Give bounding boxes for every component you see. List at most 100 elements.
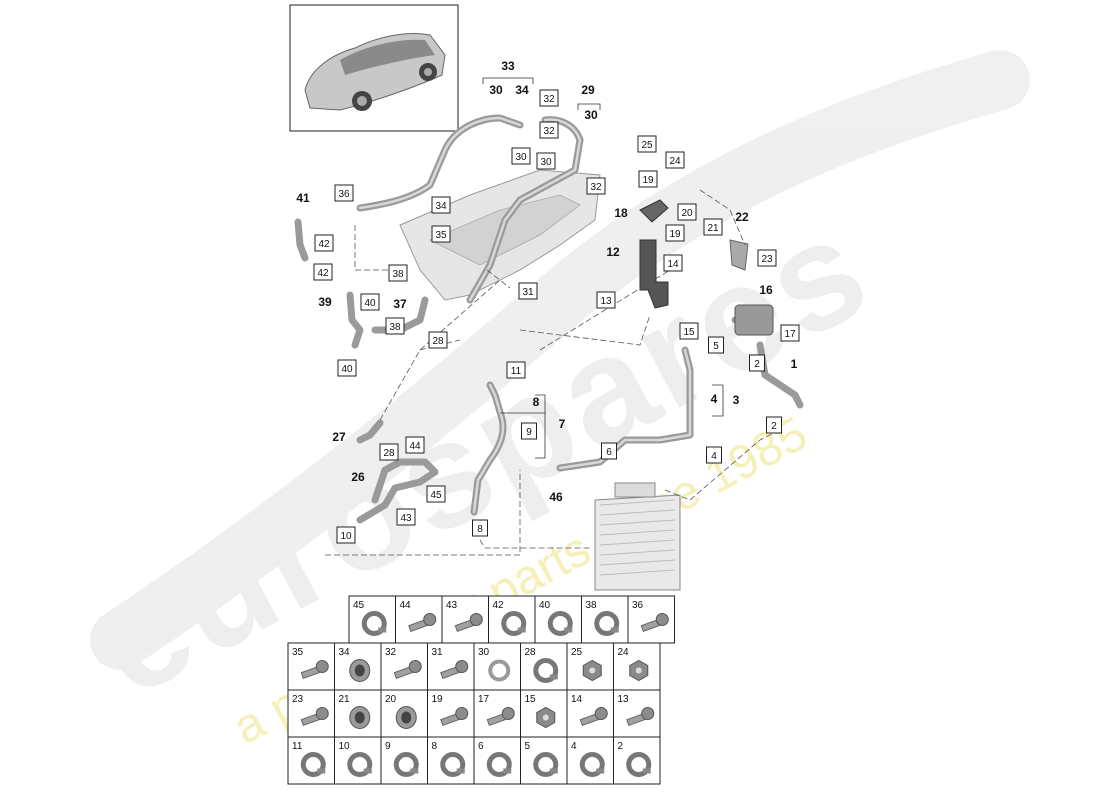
part-cell-35[interactable]: 35: [287, 642, 335, 691]
callout-19: 19: [665, 224, 685, 242]
callout-46: 46: [549, 490, 563, 504]
callout-number: 4: [711, 451, 717, 462]
part-cell-11[interactable]: 11: [287, 736, 335, 785]
callout-15: 15: [679, 322, 699, 340]
callout-5: 5: [708, 336, 724, 354]
part-cell-34[interactable]: 34: [334, 642, 382, 691]
bolt-head: [455, 660, 469, 673]
callout-10: 10: [336, 526, 356, 544]
callout-38: 38: [385, 317, 405, 335]
callout-box: [334, 184, 354, 202]
part-number: 34: [339, 647, 351, 658]
callout-number: 28: [383, 448, 395, 459]
callout-number: 14: [667, 259, 679, 270]
part-cell-2[interactable]: 2: [613, 736, 661, 785]
part-cell-6[interactable]: 6: [473, 736, 521, 785]
part-cell-28[interactable]: 28: [520, 642, 568, 691]
clamp-tab: [317, 768, 326, 774]
clamp-icon: [501, 611, 527, 636]
part-number: 15: [525, 694, 537, 705]
part-cell-45[interactable]: 45: [348, 595, 396, 644]
part-cell-38[interactable]: 38: [581, 595, 629, 644]
callout-7: 7: [559, 417, 566, 431]
callout-4: 4: [711, 392, 718, 406]
clamp-icon: [594, 611, 620, 636]
callout-40: 40: [360, 293, 380, 311]
callout-30: 30: [584, 108, 598, 122]
part-cell-21[interactable]: 21: [334, 689, 382, 738]
part-number: 24: [618, 647, 630, 658]
vehicle-thumbnail: [289, 4, 459, 132]
callout-number: 43: [400, 513, 412, 524]
clamp-tab: [363, 768, 372, 774]
callout-36: 36: [334, 184, 354, 202]
part-cell-30[interactable]: 30: [473, 642, 521, 691]
callout-3: 3: [733, 393, 740, 407]
part-cell-19[interactable]: 19: [427, 689, 475, 738]
callout-45: 45: [426, 485, 446, 503]
callout-number: 40: [341, 364, 353, 375]
part-cell-20[interactable]: 20: [380, 689, 428, 738]
part-number: 23: [292, 694, 304, 705]
callout-30: 30: [536, 152, 556, 170]
clamp-tab: [456, 768, 465, 774]
callout-number: 32: [543, 126, 555, 137]
bolt-head: [594, 707, 608, 720]
part-cell-4[interactable]: 4: [566, 736, 614, 785]
callout-33: 33: [501, 59, 515, 73]
clamp-tab: [410, 768, 419, 774]
part-number: 9: [385, 741, 391, 752]
part-cell-13[interactable]: 13: [613, 689, 661, 738]
clamp-icon: [347, 752, 373, 777]
part-cell-32[interactable]: 32: [380, 642, 428, 691]
part-cell-8[interactable]: 8: [427, 736, 475, 785]
callout-2: 2: [749, 354, 765, 372]
bolt-head: [315, 707, 329, 720]
callout-box: [665, 151, 685, 169]
callout-20: 20: [677, 203, 697, 221]
callout-44: 44: [405, 436, 425, 454]
part-cell-10[interactable]: 10: [334, 736, 382, 785]
callout-box: [506, 361, 526, 379]
callout-box: [536, 152, 556, 170]
bolt-head: [455, 707, 469, 720]
callout-32: 32: [539, 121, 559, 139]
part-cell-14[interactable]: 14: [566, 689, 614, 738]
callout-43: 43: [396, 508, 416, 526]
part-cell-15[interactable]: 15: [520, 689, 568, 738]
callout-30: 30: [511, 147, 531, 165]
part-cell-23[interactable]: 23: [287, 689, 335, 738]
callout-number: 18: [614, 206, 628, 220]
callout-box: [431, 225, 451, 243]
callout-32: 32: [586, 177, 606, 195]
clamp-icon: [533, 658, 559, 683]
callout-number: 44: [409, 441, 421, 452]
callout-number: 45: [430, 490, 442, 501]
part-cell-43[interactable]: 43: [441, 595, 489, 644]
part-cell-40[interactable]: 40: [534, 595, 582, 644]
callout-number: 9: [526, 427, 532, 438]
callout-number: 10: [340, 531, 352, 542]
callout-8: 8: [533, 395, 540, 409]
part-cell-42[interactable]: 42: [488, 595, 536, 644]
part-cell-24[interactable]: 24: [613, 642, 661, 691]
callout-6: 6: [601, 442, 617, 460]
clamp-tab: [378, 627, 387, 633]
callout-13: 13: [596, 291, 616, 309]
part-cell-31[interactable]: 31: [427, 642, 475, 691]
part-number: 11: [292, 741, 303, 752]
part-cell-44[interactable]: 44: [395, 595, 443, 644]
clamp-icon: [486, 752, 512, 777]
part-cell-25[interactable]: 25: [566, 642, 614, 691]
callout-number: 7: [559, 417, 566, 431]
callout-34: 34: [515, 83, 529, 97]
part-number: 32: [385, 647, 397, 658]
part-cell-9[interactable]: 9: [380, 736, 428, 785]
part-cell-36[interactable]: 36: [627, 595, 675, 644]
clamp-tab: [549, 768, 558, 774]
callout-box: [679, 322, 699, 340]
part-cell-17[interactable]: 17: [473, 689, 521, 738]
part-number: 17: [478, 694, 490, 705]
part-cell-5[interactable]: 5: [520, 736, 568, 785]
callout-number: 20: [681, 208, 693, 219]
